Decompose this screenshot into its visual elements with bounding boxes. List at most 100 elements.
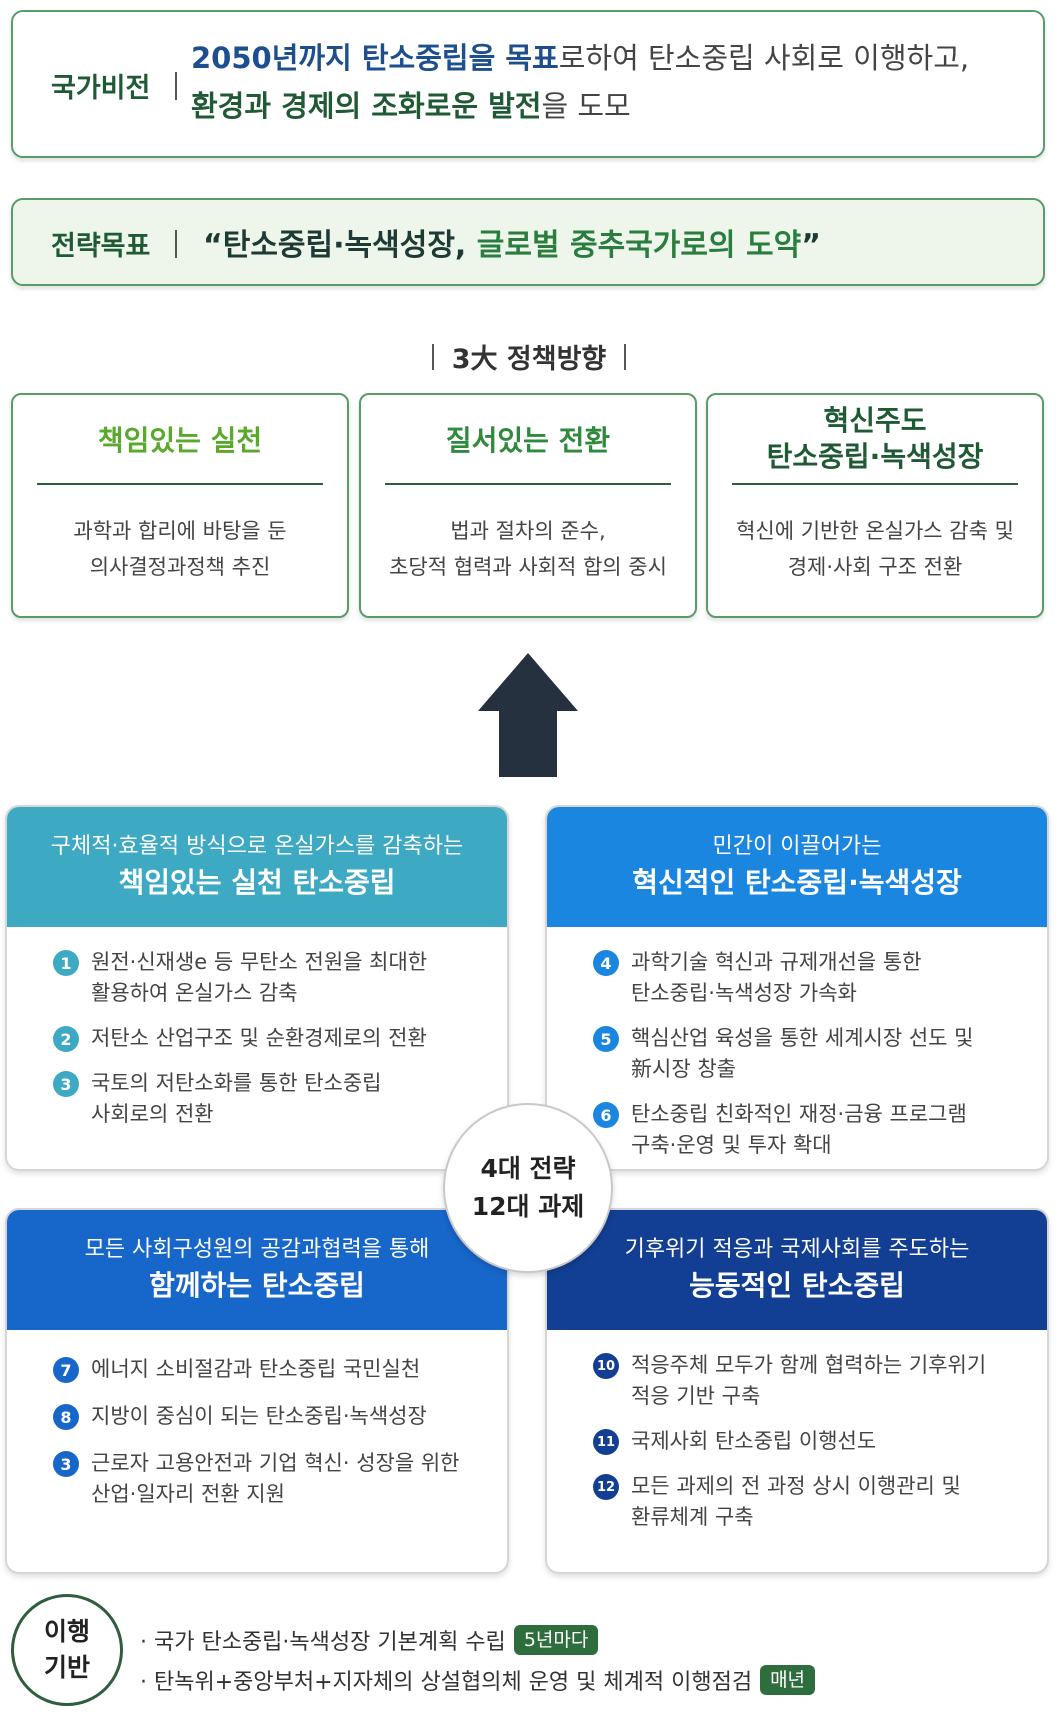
task-line: 지방이 중심이 되는 탄소중립·녹색성장 — [91, 1404, 427, 1428]
strategy-header: 모든 사회구성원의 공감과협력을 통해 함께하는 탄소중립 — [7, 1210, 507, 1330]
frequency-badge: 5년마다 — [513, 1625, 599, 1655]
task-line: 활용하여 온실가스 감축 — [91, 981, 298, 1005]
task-line: 탄소중립·녹색성장 가속화 — [631, 981, 857, 1005]
up-arrow-icon — [478, 653, 578, 711]
task-line: 저탄소 산업구조 및 순환경제로의 전환 — [91, 1026, 427, 1050]
direction-desc: 과학과 합리에 바탕을 둔 의사결정과정책 추진 — [13, 513, 347, 585]
task-line: 에너지 소비절감과 탄소중립 국민실천 — [91, 1357, 421, 1381]
divider — [385, 483, 671, 485]
direction-desc: 법과 절차의 준수, 초당적 협력과 사회적 합의 중시 — [361, 513, 695, 585]
task-line: 탄소중립 친화적인 재정·금융 프로그램 — [631, 1102, 967, 1126]
implementation-text: · 탄녹위+중앙부처+지자체의 상설협의체 운영 및 체계적 이행점검 — [140, 1670, 753, 1695]
task-item: 7 에너지 소비절감과 탄소중립 국민실천 — [53, 1354, 483, 1385]
task-number: 1 — [53, 950, 79, 976]
direction-desc-line: 과학과 합리에 바탕을 둔 — [73, 519, 287, 543]
strategy-header: 구체적·효율적 방식으로 온실가스를 감축하는 책임있는 실천 탄소중립 — [7, 807, 507, 927]
task-number: 12 — [593, 1474, 619, 1500]
direction-title: 질서있는 전환 — [445, 424, 611, 457]
goal-text-part-c: ” — [801, 228, 821, 263]
strategy-title: 책임있는 실천 탄소중립 — [118, 866, 396, 899]
implementation-item: · 국가 탄소중립·녹색성장 기본계획 수립 5년마다 — [140, 1620, 815, 1660]
task-item: 11 국제사회 탄소중립 이행선도 — [593, 1426, 1023, 1457]
direction-desc-line: 경제·사회 구조 전환 — [787, 555, 963, 579]
separator — [175, 230, 177, 258]
vision-text: 2050년까지 탄소중립을 목표로하여 탄소중립 사회로 이행하고, 환경과 경… — [191, 34, 1031, 130]
implementation-label: 이행 — [43, 1617, 90, 1646]
task-number: 10 — [593, 1353, 619, 1379]
direction-desc-line: 법과 절차의 준수, — [450, 519, 606, 543]
direction-title-line: 혁신주도 — [823, 404, 927, 437]
direction-card-2: 질서있는 전환 법과 절차의 준수, 초당적 협력과 사회적 합의 중시 — [359, 393, 697, 618]
strategy-header: 민간이 이끌어가는 혁신적인 탄소중립·녹색성장 — [547, 807, 1047, 927]
vision-line2-highlight: 환경과 경제의 조화로운 발전 — [191, 89, 542, 123]
vision-line1-highlight: 2050년까지 탄소중립을 목표 — [191, 41, 559, 75]
task-line: 사회로의 전환 — [91, 1102, 214, 1126]
task-line: 핵심산업 육성을 통한 세계시장 선도 및 — [631, 1026, 974, 1050]
direction-title-line: 탄소중립·녹색성장 — [766, 440, 984, 473]
direction-card-3: 혁신주도 탄소중립·녹색성장 혁신에 기반한 온실가스 감축 및 경제·사회 구… — [706, 393, 1044, 618]
implementation-item: · 탄녹위+중앙부처+지자체의 상설협의체 운영 및 체계적 이행점검 매년 — [140, 1660, 816, 1700]
separator — [175, 72, 177, 100]
direction-card-1: 책임있는 실천 과학과 합리에 바탕을 둔 의사결정과정책 추진 — [11, 393, 349, 618]
direction-desc: 혁신에 기반한 온실가스 감축 및 경제·사회 구조 전환 — [708, 513, 1042, 585]
task-line: 환류체계 구축 — [631, 1505, 754, 1529]
strategy-title: 능동적인 탄소중립 — [689, 1269, 905, 1302]
separator — [624, 343, 627, 370]
task-text: 에너지 소비절감과 탄소중립 국민실천 — [91, 1354, 420, 1385]
directions-title: 3大 정책방향 — [451, 344, 607, 375]
strategy-4: 기후위기 적응과 국제사회를 주도하는 능동적인 탄소중립 10 적응주체 모두… — [545, 1208, 1049, 1574]
task-number: 8 — [53, 1404, 79, 1430]
direction-desc-line: 의사결정과정책 추진 — [89, 555, 271, 579]
strategy-subtitle: 민간이 이끌어가는 — [712, 834, 882, 859]
implementation-circle: 이행 기반 — [11, 1594, 123, 1706]
task-line: 근로자 고용안전과 기업 혁신· 성장을 위한 — [91, 1451, 460, 1475]
vision-line2-rest: 을 도모 — [541, 89, 631, 123]
strategy-title: 혁신적인 탄소중립·녹색성장 — [632, 866, 962, 899]
direction-desc-line: 혁신에 기반한 온실가스 감축 및 — [736, 519, 1014, 543]
vision-label: 국가비전 — [51, 73, 151, 104]
goal-text-part-b: 글로벌 중추국가로의 도약 — [476, 228, 802, 263]
task-line: 과학기술 혁신과 규제개선을 통한 — [631, 950, 922, 974]
directions-heading: 3大 정책방향 — [0, 337, 1058, 376]
task-list: 7 에너지 소비절감과 탄소중립 국민실천 8 지방이 중심이 되는 탄소중립·… — [7, 1330, 507, 1510]
task-line: 모든 과제의 전 과정 상시 이행관리 및 — [631, 1474, 961, 1498]
task-item: 8 지방이 중심이 되는 탄소중립·녹색성장 — [53, 1401, 483, 1432]
task-line: 적응 기반 구축 — [631, 1384, 761, 1408]
center-line: 12대 과제 — [471, 1192, 585, 1221]
divider — [37, 483, 323, 485]
vision-line1-rest: 로하여 탄소중립 사회로 이행하고, — [558, 41, 970, 75]
task-number: 11 — [593, 1429, 619, 1455]
task-item: 2 저탄소 산업구조 및 순환경제로의 전환 — [53, 1023, 483, 1054]
task-line: 적응주체 모두가 함께 협력하는 기후위기 — [631, 1353, 987, 1377]
strategy-header: 기후위기 적응과 국제사회를 주도하는 능동적인 탄소중립 — [547, 1210, 1047, 1330]
strategic-goal-box: 전략목표 “탄소중립·녹색성장, 글로벌 중추국가로의 도약” — [11, 198, 1045, 286]
task-number: 6 — [593, 1102, 619, 1128]
implementation-list: · 국가 탄소중립·녹색성장 기본계획 수립 5년마다 · 탄녹위+중앙부처+지… — [140, 1620, 816, 1700]
task-line: 국토의 저탄소화를 통한 탄소중립 — [91, 1071, 382, 1095]
task-line: 국제사회 탄소중립 이행선도 — [631, 1429, 877, 1453]
task-line: 구축·운영 및 투자 확대 — [631, 1133, 832, 1157]
strategy-subtitle: 구체적·효율적 방식으로 온실가스를 감축하는 — [50, 834, 464, 859]
separator — [431, 343, 434, 370]
frequency-badge: 매년 — [760, 1665, 816, 1695]
implementation-label: 기반 — [43, 1653, 90, 1682]
up-arrow-stem — [499, 710, 557, 777]
divider — [732, 483, 1018, 485]
goal-text: “탄소중립·녹색성장, 글로벌 중추국가로의 도약” — [203, 220, 821, 264]
task-number: 4 — [593, 950, 619, 976]
task-number: 2 — [53, 1026, 79, 1052]
